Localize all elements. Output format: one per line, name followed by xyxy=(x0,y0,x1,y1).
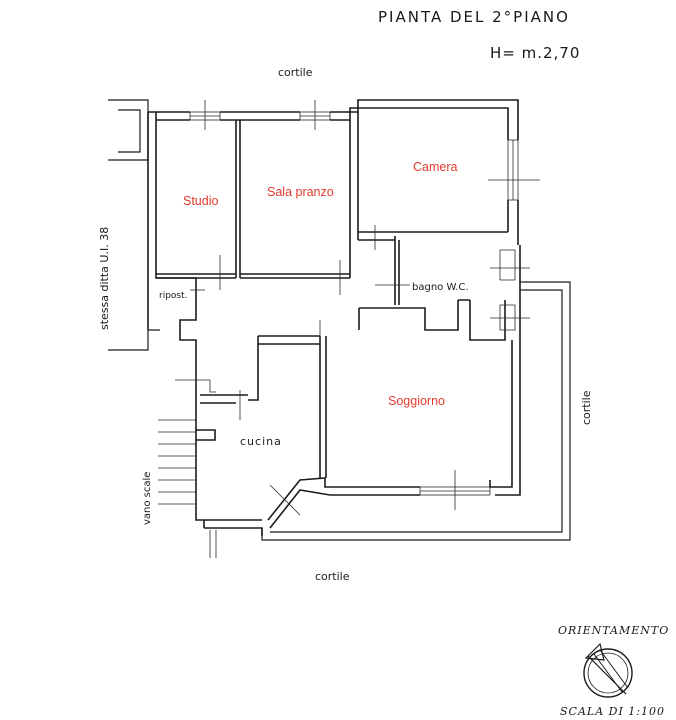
room-label-bagno: bagno W.C. xyxy=(412,282,469,293)
door-marks xyxy=(175,100,540,558)
room-label-soggiorno: Soggiorno xyxy=(388,394,445,408)
neighbor-unit-outline xyxy=(108,99,160,351)
neighbor-unit-label: stessa ditta U.I. 38 xyxy=(98,227,111,330)
ceiling-height-note: H= m.2,70 xyxy=(490,44,580,62)
courtyard-top-label: cortile xyxy=(278,66,313,79)
room-label-ripostiglio: ripost. xyxy=(159,291,188,301)
stairwell-steps xyxy=(158,419,196,505)
scale-label: SCALA DI 1:100 xyxy=(560,705,665,718)
courtyard-boundary xyxy=(261,281,571,541)
north-arrow-icon xyxy=(583,642,633,698)
room-label-camera: Camera xyxy=(413,160,458,174)
courtyard-right-label: cortile xyxy=(580,390,593,425)
exterior-walls xyxy=(147,99,521,536)
orientation-label: ORIENTAMENTO xyxy=(558,624,669,637)
plan-title: PIANTA DEL 2°PIANO xyxy=(378,8,570,26)
room-label-cucina: cucina xyxy=(240,435,282,448)
courtyard-bottom-label: cortile xyxy=(315,570,350,583)
stairwell-label: vano scale xyxy=(142,472,153,525)
interior-walls xyxy=(156,112,508,478)
room-label-sala-pranzo: Sala pranzo xyxy=(267,185,334,199)
room-label-studio: Studio xyxy=(183,194,218,208)
